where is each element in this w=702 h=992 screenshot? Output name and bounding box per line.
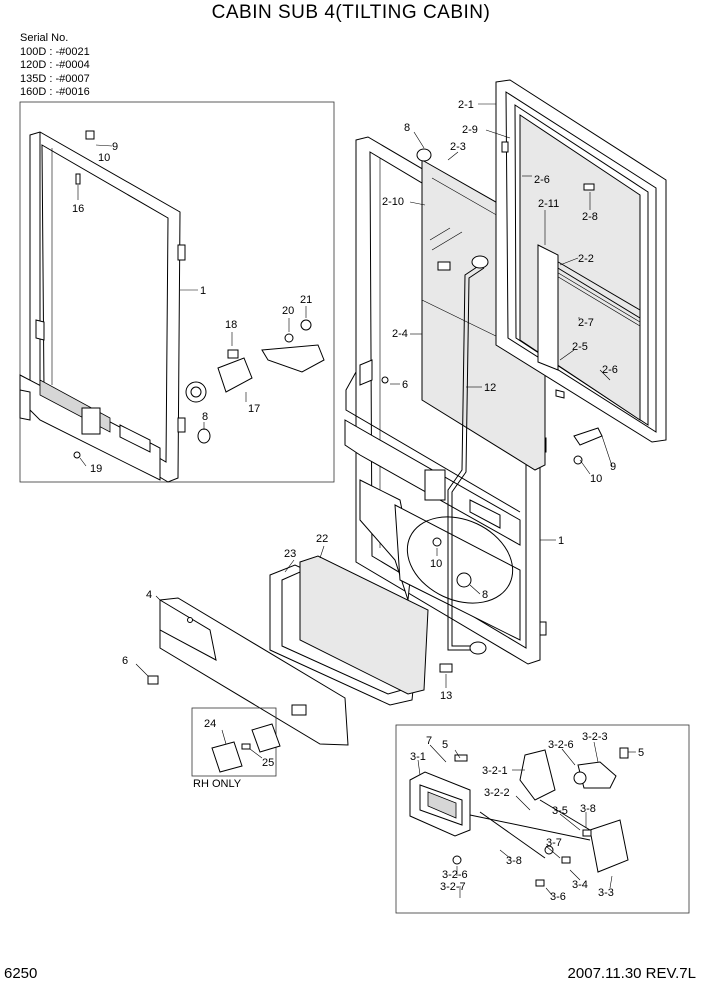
callout: 3-8 (506, 855, 522, 867)
bolt-icon (381, 376, 389, 384)
callout: 3-6 (550, 891, 566, 903)
callout: 24 (204, 718, 216, 730)
callout: 13 (440, 690, 452, 702)
callout: 7 (426, 735, 432, 747)
callout: 10 (590, 473, 602, 485)
callout: 2-9 (462, 124, 478, 136)
callout: 3-2-1 (482, 765, 508, 777)
callout: 20 (282, 305, 294, 317)
callout: 18 (225, 319, 237, 331)
callout: 19 (90, 463, 102, 475)
page-title: CABIN SUB 4(TILTING CABIN) (211, 2, 491, 23)
door-handle-rod (345, 371, 521, 513)
callout: 3-4 (572, 879, 588, 891)
plug-icon (432, 537, 442, 547)
callout: 6 (402, 379, 408, 391)
callout: 9 (112, 141, 118, 153)
callout: 5 (638, 747, 644, 759)
plug-icon (416, 148, 432, 162)
callout: 3-5 (552, 805, 568, 817)
callout: 8 (202, 411, 208, 423)
door-lock-inset-frame (395, 724, 690, 914)
callout: 22 (316, 533, 328, 545)
door-lock-assembly (409, 747, 629, 887)
serial-line: 135D : -#0007 (20, 72, 90, 85)
weather-strip-assembly (269, 555, 429, 706)
callout: 6 (122, 655, 128, 667)
callout: 10 (430, 558, 442, 570)
callout: 23 (284, 548, 296, 560)
serial-line: 160D : -#0016 (20, 86, 90, 98)
callout: 8 (404, 122, 410, 134)
callout: 2-6 (534, 174, 550, 186)
leader-lines (77, 103, 636, 898)
callout: 2-8 (582, 211, 598, 223)
callout: 3-8 (580, 803, 596, 815)
callout: 2-10 (382, 196, 404, 208)
callout: 5 (442, 739, 448, 751)
callout: 21 (300, 294, 312, 306)
callout: 4 (146, 589, 152, 601)
callout: 3-3 (598, 887, 614, 899)
callout: 3-2-7 (440, 881, 466, 893)
callout: 9 (610, 461, 616, 473)
page-number: 6250 (4, 965, 38, 982)
rod-assembly (437, 255, 489, 673)
callout: 2-3 (450, 141, 466, 153)
callout-labels: 9 10 16 1 21 20 18 17 8 19 8 2-3 2-10 2-… (72, 99, 644, 903)
serial-number-block: Serial No. 100D : -#0021 120D : -#0004 1… (20, 32, 90, 100)
plug-icon (456, 572, 472, 588)
callout: 25 (262, 757, 274, 769)
callout: 2-1 (458, 99, 474, 111)
callout: 12 (484, 382, 496, 394)
callout: 3-7 (546, 837, 562, 849)
callout: 3-2-2 (484, 787, 510, 799)
callout: 2-5 (572, 341, 588, 353)
callout: 8 (482, 589, 488, 601)
callout: 3-2-6 (442, 869, 468, 881)
serial-heading: Serial No. (20, 32, 69, 44)
callout: 1 (200, 285, 206, 297)
callout: 17 (248, 403, 260, 415)
callout: 16 (72, 203, 84, 215)
callout: 3-1 (410, 751, 426, 763)
callout: 2-7 (578, 317, 594, 329)
callout: 3-2-6 (548, 739, 574, 751)
callout: 3-2-3 (582, 731, 608, 743)
trim-cover-assembly (147, 597, 349, 746)
rh-only-note: RH ONLY (193, 778, 242, 790)
lamp-assembly (211, 723, 281, 773)
callout: 2-2 (578, 253, 594, 265)
callout: 1 (558, 535, 564, 547)
lh-door-inset-frame (19, 101, 335, 483)
serial-line: 100D : -#0021 (20, 45, 90, 58)
serial-line: 120D : -#0004 (20, 59, 90, 71)
callout: 2-11 (538, 198, 559, 210)
lh-door-assembly (19, 130, 325, 483)
window-frame-assembly (495, 79, 667, 465)
callout: 2-4 (392, 328, 408, 340)
callout: 2-6 (602, 364, 618, 376)
revision-date: 2007.11.30 REV.7L (567, 965, 696, 982)
callout: 10 (98, 152, 110, 164)
